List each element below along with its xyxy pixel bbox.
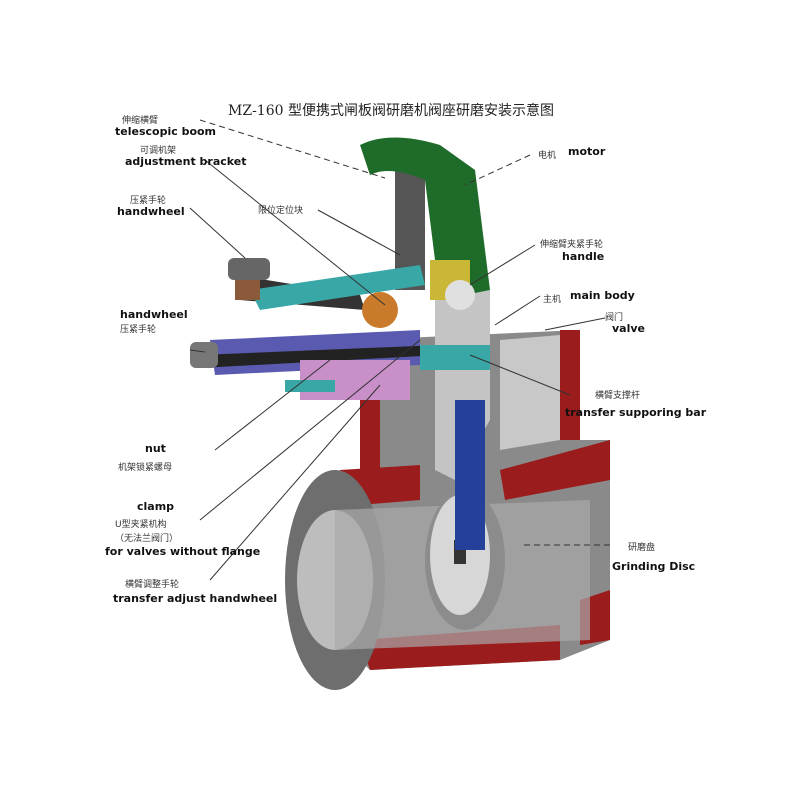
handle-cn: 伸缩臂夹紧手轮	[540, 240, 604, 250]
nut-label: nut	[145, 442, 166, 455]
handwheel-mid-label: handwheel	[120, 308, 188, 321]
main-body-label: main body	[570, 289, 635, 302]
handle-label: handle	[562, 250, 605, 263]
supporting-bar-label: transfer supporing bar	[565, 406, 707, 419]
clamp-label: clamp	[137, 500, 175, 513]
handwheel-top-label: handwheel	[117, 205, 185, 218]
leader-lines	[189, 119, 610, 581]
motor-label: motor	[568, 145, 606, 158]
valve-cn: 阀门	[605, 313, 624, 323]
handwheel-mid-cn: 压紧手轮	[120, 325, 157, 335]
limit-block-cn: 限位定位块	[258, 206, 304, 216]
adjustment-bracket-label: adjustment bracket	[125, 155, 247, 168]
nut-cn: 机架锁紧螺母	[118, 463, 173, 473]
supporting-bar-cn: 横臂支撑杆	[595, 391, 641, 401]
bracket-assembly	[190, 258, 490, 400]
main-body	[360, 137, 490, 550]
telescopic-boom-label: telescopic boom	[115, 125, 217, 138]
adjustment-bracket-cn: 可调机架	[140, 146, 177, 156]
adjust-handwheel-label: transfer adjust handwheel	[113, 592, 278, 605]
grinding-disc-cn: 研磨盘	[628, 543, 656, 553]
telescopic-boom-cn: 伸缩横臂	[122, 116, 159, 126]
main-body-cn: 主机	[543, 295, 562, 305]
adjust-handwheel-cn: 横臂调整手轮	[125, 580, 180, 590]
grinding-disc-label: Grinding Disc	[612, 560, 696, 573]
motor-cn: 电机	[538, 151, 557, 161]
clamp-cn-1: U型夹紧机构	[115, 520, 167, 530]
diagram-title: MZ-160 型便携式闸板阀研磨机阀座研磨安装示意图	[228, 103, 554, 119]
clamp-cn-2: （无法兰阀门）	[115, 534, 179, 544]
handwheel-top-cn: 压紧手轮	[130, 196, 167, 206]
valve-label: valve	[612, 322, 645, 335]
clamp-label-2: for valves without flange	[105, 545, 261, 558]
